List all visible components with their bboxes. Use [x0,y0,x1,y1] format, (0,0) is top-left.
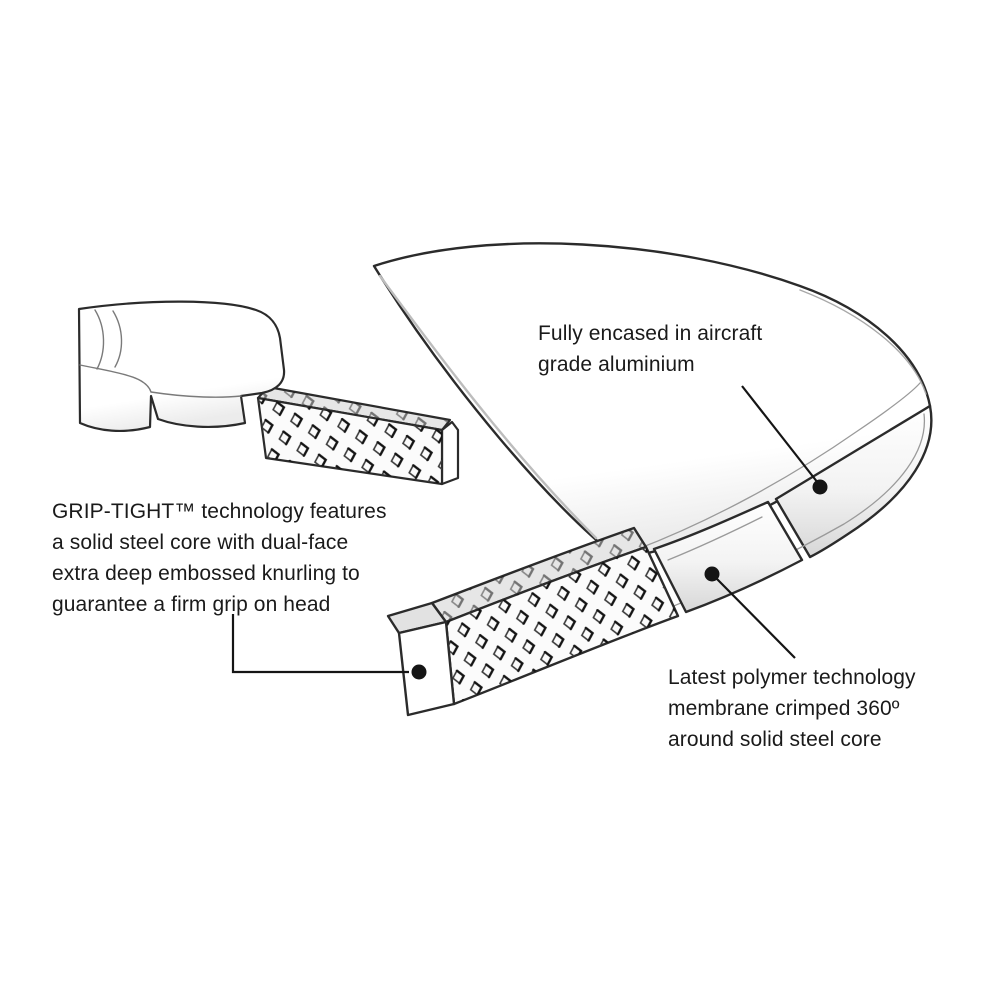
callout-dot-aluminium [812,479,828,495]
left-aluminium-body [77,300,286,432]
annotation-aluminium: Fully encased in aircraft grade aluminiu… [538,322,763,376]
callout-dots [411,479,828,680]
left-body-detail-lines [79,309,242,398]
leader-polymer [716,578,796,659]
annotation-polymer: Latest polymer technology membrane crimp… [668,666,916,751]
annotation-grip-tight: GRIP-TIGHT™ technology features a solid … [52,500,387,616]
leader-grip-tight [231,614,409,674]
callout-dot-polymer [704,566,720,582]
callout-leaders [231,385,819,674]
polymer-membrane-segment [652,500,804,614]
left-sample-piece [77,300,460,486]
main-rim [372,242,933,717]
left-steel-core-bar [256,385,460,486]
callout-dot-grip-tight [411,664,427,680]
leader-aluminium [741,385,819,484]
steel-core-knurled-bar [386,526,680,717]
aluminium-band-segment [774,404,933,559]
